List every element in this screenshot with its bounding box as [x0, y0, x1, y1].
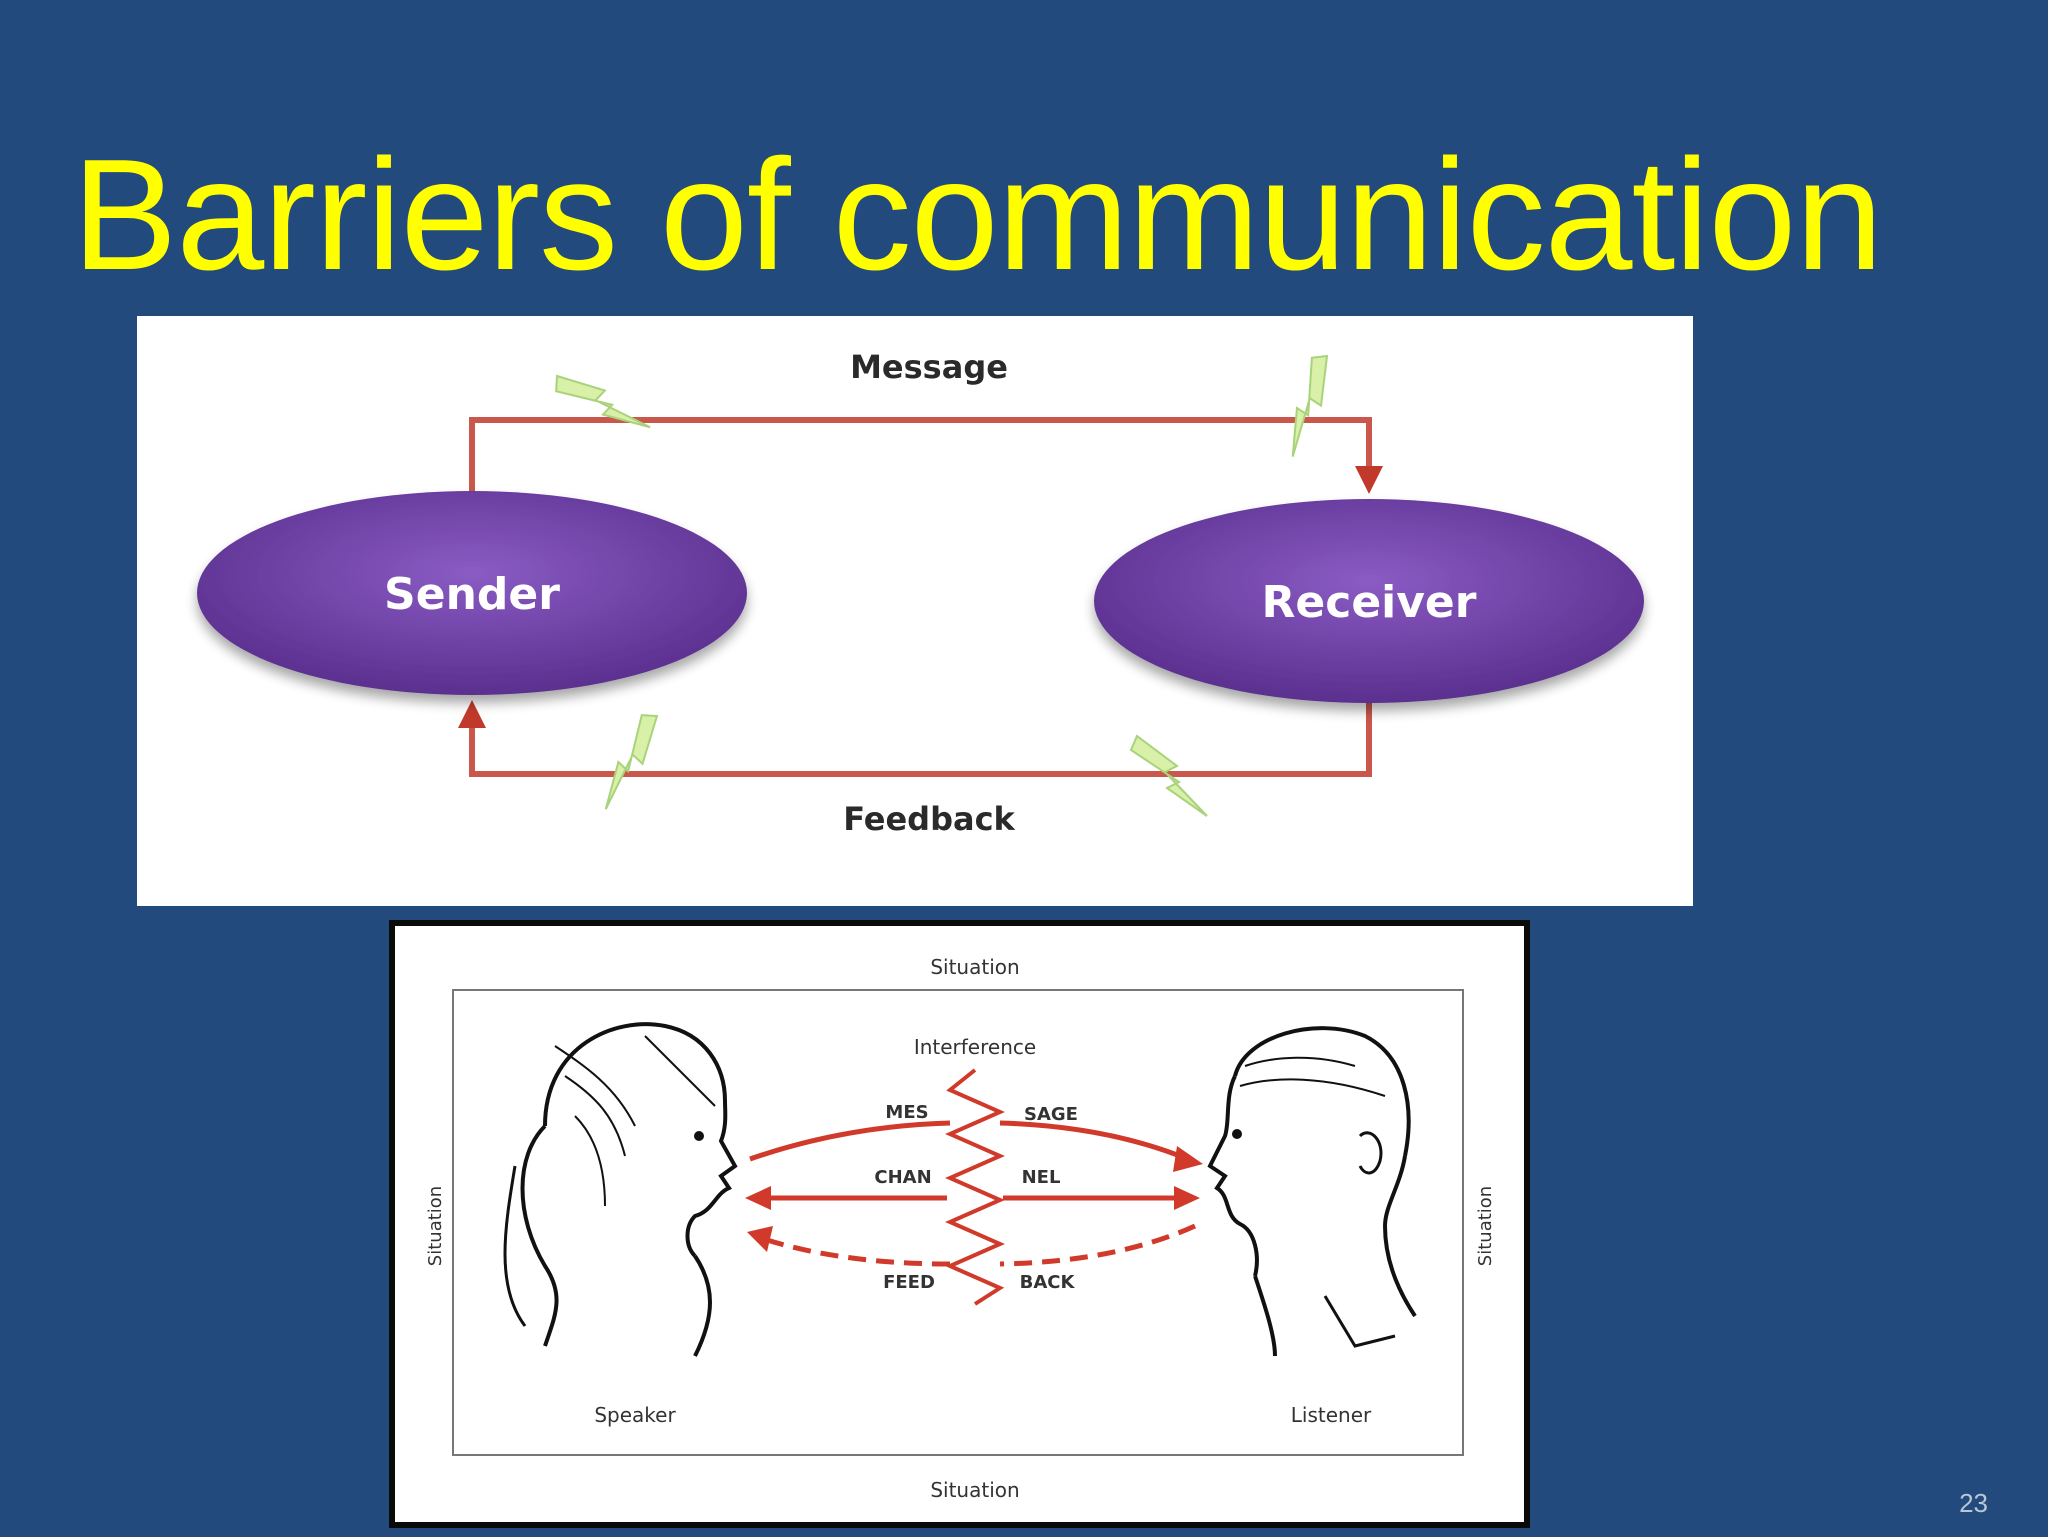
nel-label: NEL: [1022, 1167, 1061, 1188]
message-arrow: [469, 417, 1383, 494]
listener-label: Listener: [1291, 1403, 1372, 1427]
lightning-bolt-icon: [604, 714, 659, 810]
slide-title: Barriers of communication: [72, 127, 1883, 303]
interference-zigzag: [945, 1068, 1005, 1306]
feedback-label: Feedback: [843, 800, 1015, 838]
message-label: Message: [850, 348, 1008, 386]
speaker-listener-diagram: Situation Situation Situation Situation …: [389, 920, 1530, 1528]
sender-receiver-diagram: Sender Receiver Message Feedback: [137, 316, 1693, 906]
situation-right-label: Situation: [1475, 1186, 1496, 1266]
lightning-bolt-icon: [1129, 734, 1208, 817]
mes-label: MES: [885, 1102, 928, 1123]
feed-label: FEED: [883, 1272, 935, 1293]
channel-arrow: [745, 1186, 1200, 1210]
listener-illustration: [1207, 1026, 1417, 1357]
speaker-illustration: [503, 1022, 738, 1357]
back-label: BACK: [1020, 1272, 1076, 1293]
situation-left-label: Situation: [425, 1186, 446, 1266]
lightning-bolt-icon: [1291, 354, 1329, 457]
message-arrow: [749, 1120, 1203, 1172]
chan-label: CHAN: [874, 1167, 931, 1188]
situation-top-label: Situation: [930, 955, 1019, 979]
sender-node: [197, 491, 747, 695]
lightning-bolt-icon: [555, 374, 651, 429]
feedback-arrow: [458, 700, 1372, 777]
page-number: 23: [1959, 1488, 1988, 1518]
receiver-node: [1094, 499, 1644, 703]
sender-label: Sender: [384, 569, 560, 620]
sage-label: SAGE: [1024, 1104, 1078, 1125]
receiver-label: Receiver: [1262, 577, 1477, 628]
situation-bottom-label: Situation: [930, 1478, 1019, 1502]
interference-label: Interference: [914, 1035, 1036, 1059]
situation-frame: [452, 989, 1464, 1456]
speaker-label: Speaker: [594, 1403, 676, 1427]
feedback-arrow: [747, 1223, 1197, 1267]
